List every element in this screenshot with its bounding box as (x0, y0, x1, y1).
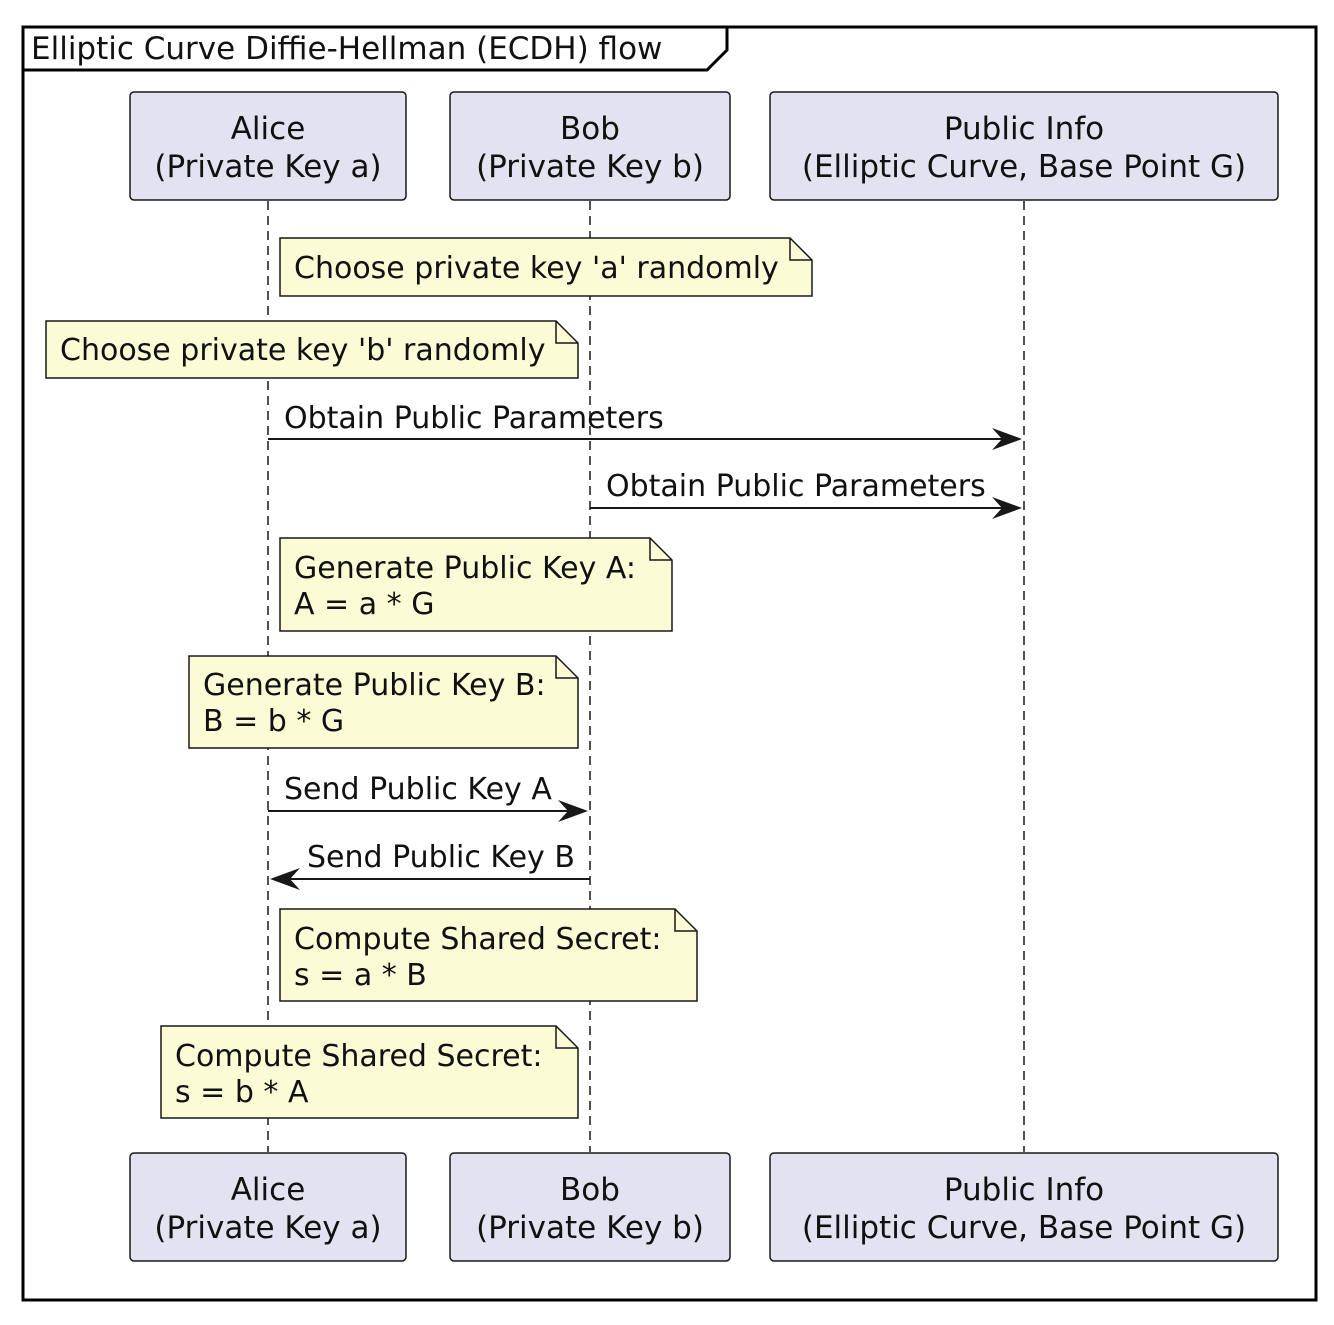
message-bob-to-public: Obtain Public Parameters (590, 469, 1022, 519)
note-shape (279, 537, 673, 632)
note-text: Compute Shared Secret: (175, 1039, 543, 1074)
note-choose-a: Choose private key 'a' randomly (279, 237, 813, 297)
note-fold (555, 1026, 578, 1049)
note-text: Generate Public Key B: (203, 668, 546, 703)
note-fold (789, 238, 812, 261)
frame-title: Elliptic Curve Diffie-Hellman (ECDH) flo… (31, 31, 662, 67)
participant-box (449, 1152, 731, 1262)
note-text: B = b * G (203, 704, 344, 739)
participant-public-top: Public Info (Elliptic Curve, Base Point … (769, 91, 1279, 201)
message-label: Send Public Key A (284, 772, 552, 807)
note-text: A = a * G (294, 587, 434, 622)
participant-role: (Elliptic Curve, Base Point G) (802, 1210, 1246, 1246)
participant-box (769, 1152, 1279, 1262)
note-shape (279, 237, 813, 297)
note-generate-a: Generate Public Key A: A = a * G (279, 537, 673, 632)
note-shape (160, 1025, 579, 1119)
note-fold (674, 909, 697, 932)
note-fold (649, 538, 672, 561)
participant-public-bottom: Public Info (Elliptic Curve, Base Point … (769, 1152, 1279, 1262)
participant-role: (Private Key a) (154, 149, 381, 185)
note-text: s = b * A (175, 1075, 309, 1110)
note-text: Choose private key 'b' randomly (60, 333, 545, 368)
participant-role: (Private Key b) (476, 149, 704, 185)
participant-box (769, 91, 1279, 201)
note-shape (279, 908, 698, 1002)
message-alice-to-public: Obtain Public Parameters (268, 401, 1022, 450)
participant-name: Public Info (944, 1172, 1104, 1208)
diagram-frame (21, 25, 1318, 1302)
participant-role: (Private Key b) (476, 1210, 704, 1246)
message-label: Send Public Key B (307, 840, 575, 875)
message-bob-to-alice: Send Public Key B (270, 840, 590, 890)
frame-title-tab (23, 27, 729, 72)
participant-name: Public Info (944, 111, 1104, 147)
arrowhead-icon (270, 868, 300, 890)
participant-alice-bottom: Alice (Private Key a) (129, 1152, 407, 1262)
note-generate-b: Generate Public Key B: B = b * G (188, 655, 579, 749)
message-label: Obtain Public Parameters (606, 469, 986, 504)
participant-bob-top: Bob (Private Key b) (449, 91, 731, 201)
arrowhead-icon (992, 428, 1022, 450)
note-fold (555, 321, 578, 344)
note-fold (555, 656, 578, 679)
participant-alice-top: Alice (Private Key a) (129, 91, 407, 201)
note-text: Compute Shared Secret: (294, 922, 662, 957)
participant-role: (Private Key a) (154, 1210, 381, 1246)
note-text: Generate Public Key A: (294, 551, 636, 586)
note-shape (188, 655, 579, 749)
participant-name: Bob (560, 1172, 620, 1208)
note-text: s = a * B (294, 958, 427, 993)
note-shared-secret-bob: Compute Shared Secret: s = b * A (160, 1025, 579, 1119)
participant-box (129, 1152, 407, 1262)
arrowhead-icon (992, 497, 1022, 519)
participant-box (129, 91, 407, 201)
message-alice-to-bob: Send Public Key A (268, 772, 588, 822)
participant-role: (Elliptic Curve, Base Point G) (802, 149, 1246, 185)
participant-box (449, 91, 731, 201)
note-text: Choose private key 'a' randomly (294, 251, 779, 286)
message-label: Obtain Public Parameters (284, 401, 664, 436)
note-shape (45, 320, 579, 379)
participant-bob-bottom: Bob (Private Key b) (449, 1152, 731, 1262)
participant-name: Alice (231, 1172, 306, 1208)
note-shared-secret-alice: Compute Shared Secret: s = a * B (279, 908, 698, 1002)
arrowhead-icon (558, 800, 588, 822)
participant-name: Bob (560, 111, 620, 147)
note-choose-b: Choose private key 'b' randomly (45, 320, 579, 379)
participant-name: Alice (231, 111, 306, 147)
